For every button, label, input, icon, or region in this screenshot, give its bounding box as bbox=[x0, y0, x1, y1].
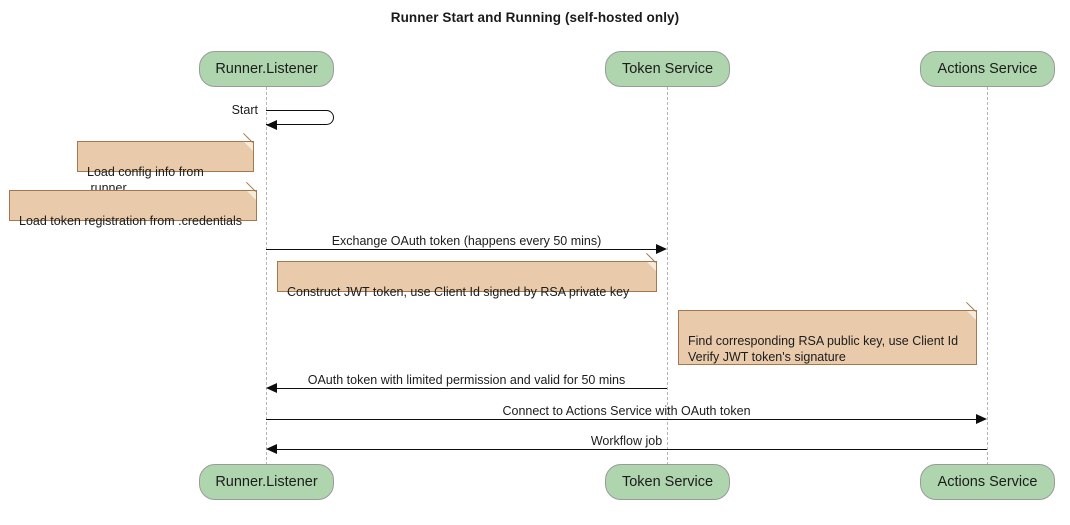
arrowhead-start bbox=[266, 119, 277, 130]
arrowhead-exchange-oauth-token bbox=[656, 244, 667, 254]
message-line-connect-actions-service bbox=[266, 419, 980, 420]
arrowhead-connect-actions-service bbox=[976, 414, 987, 424]
participant-token-bottom[interactable]: Token Service bbox=[605, 464, 730, 500]
lifeline-token bbox=[667, 87, 668, 465]
participant-label: Runner.Listener bbox=[215, 474, 318, 490]
message-label-exchange-oauth-token: Exchange OAuth token (happens every 50 m… bbox=[331, 234, 602, 248]
message-label-connect-actions-service: Connect to Actions Service with OAuth to… bbox=[502, 404, 751, 418]
participant-actions-bottom[interactable]: Actions Service bbox=[920, 464, 1055, 500]
message-label-workflow-job: Workflow job bbox=[590, 434, 663, 448]
note-load-config: Load config info from .runner bbox=[77, 132, 254, 195]
note-text: Load token registration from .credential… bbox=[19, 214, 243, 228]
note-verify-jwt: Find corresponding RSA public key, use C… bbox=[678, 301, 977, 365]
participant-label: Actions Service bbox=[937, 474, 1038, 490]
note-load-token-registration: Load token registration from .credential… bbox=[9, 181, 257, 228]
message-label-oauth-token-response: OAuth token with limited permission and … bbox=[307, 373, 626, 387]
message-selfloop-start bbox=[266, 110, 334, 125]
arrowhead-workflow-job bbox=[266, 444, 277, 454]
message-line-workflow-job bbox=[273, 449, 987, 450]
message-line-oauth-token-response bbox=[273, 388, 667, 389]
participant-label: Token Service bbox=[621, 61, 714, 77]
participant-token-top[interactable]: Token Service bbox=[605, 51, 730, 87]
note-fold-icon bbox=[967, 311, 976, 320]
note-construct-jwt: Construct JWT token, use Client Id signe… bbox=[277, 252, 657, 299]
message-label-start: Start bbox=[231, 103, 258, 117]
participant-runner-top[interactable]: Runner.Listener bbox=[199, 51, 334, 87]
arrowhead-oauth-token-response bbox=[266, 383, 277, 393]
note-fold-icon bbox=[247, 191, 256, 200]
message-line-exchange-oauth-token bbox=[266, 249, 660, 250]
note-text: Find corresponding RSA public key, use C… bbox=[688, 334, 959, 364]
participant-label: Token Service bbox=[621, 474, 714, 490]
note-fold-icon bbox=[647, 262, 656, 271]
participant-label: Actions Service bbox=[937, 61, 1038, 77]
diagram-title: Runner Start and Running (self-hosted on… bbox=[390, 10, 680, 25]
note-fold-icon bbox=[244, 142, 253, 151]
note-text: Construct JWT token, use Client Id signe… bbox=[287, 285, 630, 299]
lifeline-actions bbox=[987, 87, 988, 465]
participant-runner-bottom[interactable]: Runner.Listener bbox=[199, 464, 334, 500]
participant-label: Runner.Listener bbox=[215, 61, 318, 77]
participant-actions-top[interactable]: Actions Service bbox=[920, 51, 1055, 87]
lifeline-runner bbox=[266, 87, 267, 465]
